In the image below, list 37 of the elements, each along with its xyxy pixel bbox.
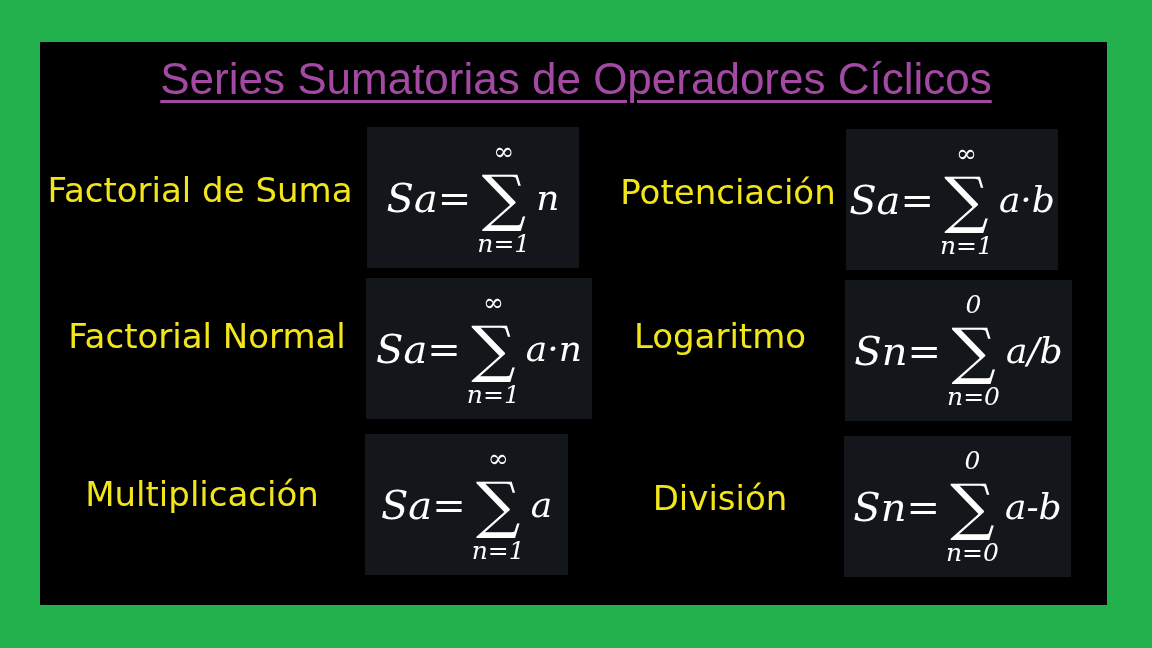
formula-box: [845, 280, 1072, 421]
upper-limit: ∞: [956, 139, 977, 168]
formula-box: [365, 434, 568, 575]
summation-sign: ∑: [476, 472, 521, 537]
operator-label: Logaritmo: [633, 316, 807, 356]
summand: a: [530, 484, 553, 525]
formula-lhs: Sa=: [380, 481, 466, 528]
summand: a·b: [998, 179, 1055, 220]
summand: a/b: [1006, 330, 1063, 371]
operator-label: Factorial Normal: [68, 316, 346, 356]
summation-sign: ∑: [951, 318, 996, 383]
operator-label: Multiplicación: [85, 474, 319, 514]
upper-limit: ∞: [493, 137, 515, 166]
formula-box: [366, 278, 592, 419]
formula-lhs: Sn=: [853, 483, 940, 530]
summation-sign: ∑: [471, 316, 516, 381]
title: Series Sumatorias de Operadores Cíclicos: [160, 54, 992, 103]
formula-box: [367, 127, 579, 268]
summand: a·n: [525, 328, 582, 369]
formula-lhs: Sa=: [376, 325, 461, 372]
operator-label: Factorial de Suma: [47, 170, 353, 210]
summand: a-b: [1005, 486, 1062, 527]
upper-limit: ∞: [487, 444, 509, 473]
formula-lhs: Sa=: [386, 174, 472, 221]
formula-lhs: Sn=: [854, 327, 942, 374]
upper-limit: 0: [964, 446, 981, 475]
formula-box: [846, 129, 1058, 270]
upper-limit: ∞: [482, 288, 504, 317]
summation-sign: ∑: [944, 167, 989, 232]
operator-label: Potenciación: [620, 172, 836, 212]
operator-label: División: [652, 478, 788, 518]
summand: n: [536, 177, 560, 218]
formula-lhs: Sa=: [849, 176, 934, 223]
summation-sign: ∑: [950, 474, 995, 539]
formula-box: [844, 436, 1071, 577]
summation-sign: ∑: [481, 165, 526, 230]
upper-limit: 0: [965, 290, 982, 319]
